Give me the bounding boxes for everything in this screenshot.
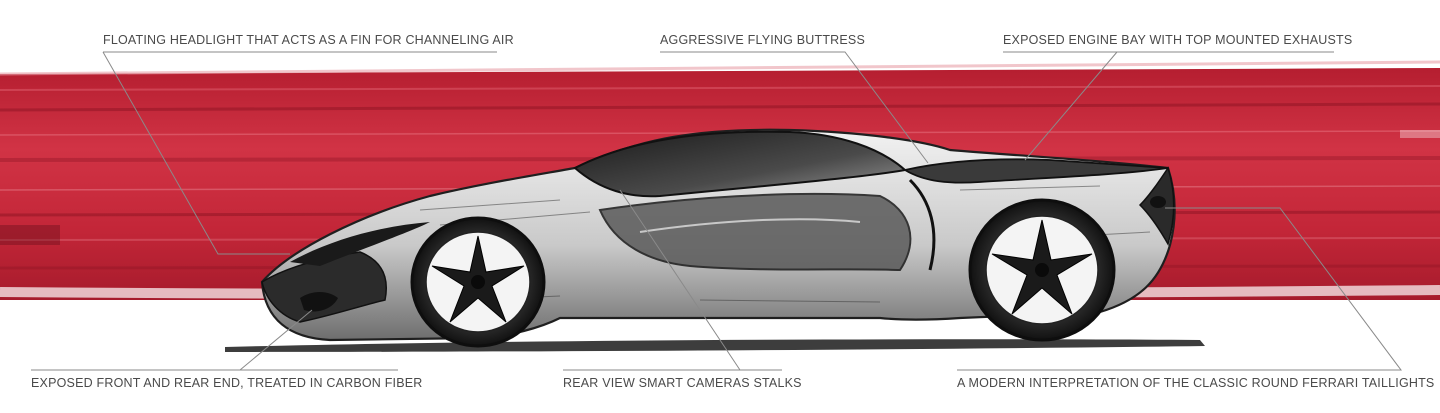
leader-engine <box>1003 51 1334 161</box>
rear-wheel <box>968 198 1116 342</box>
callout-engine-bay: EXPOSED ENGINE BAY WITH TOP MOUNTED EXHA… <box>1003 33 1353 47</box>
leader-headlight <box>102 51 497 255</box>
leader-carbon <box>31 309 398 371</box>
callout-taillights: A MODERN INTERPRETATION OF THE CLASSIC R… <box>957 376 1435 390</box>
leader-buttress <box>660 51 929 164</box>
leader-taillights <box>957 207 1402 371</box>
ground-shadow <box>225 339 1205 352</box>
callout-headlight: FLOATING HEADLIGHT THAT ACTS AS A FIN FO… <box>103 33 514 47</box>
callout-cameras: REAR VIEW SMART CAMERAS STALKS <box>563 376 802 390</box>
callout-buttress: AGGRESSIVE FLYING BUTTRESS <box>660 33 866 47</box>
front-wheel <box>410 216 546 348</box>
leader-cameras <box>563 189 782 371</box>
callout-carbon-fiber: EXPOSED FRONT AND REAR END, TREATED IN C… <box>31 376 423 390</box>
callout-leaders <box>31 51 1402 371</box>
